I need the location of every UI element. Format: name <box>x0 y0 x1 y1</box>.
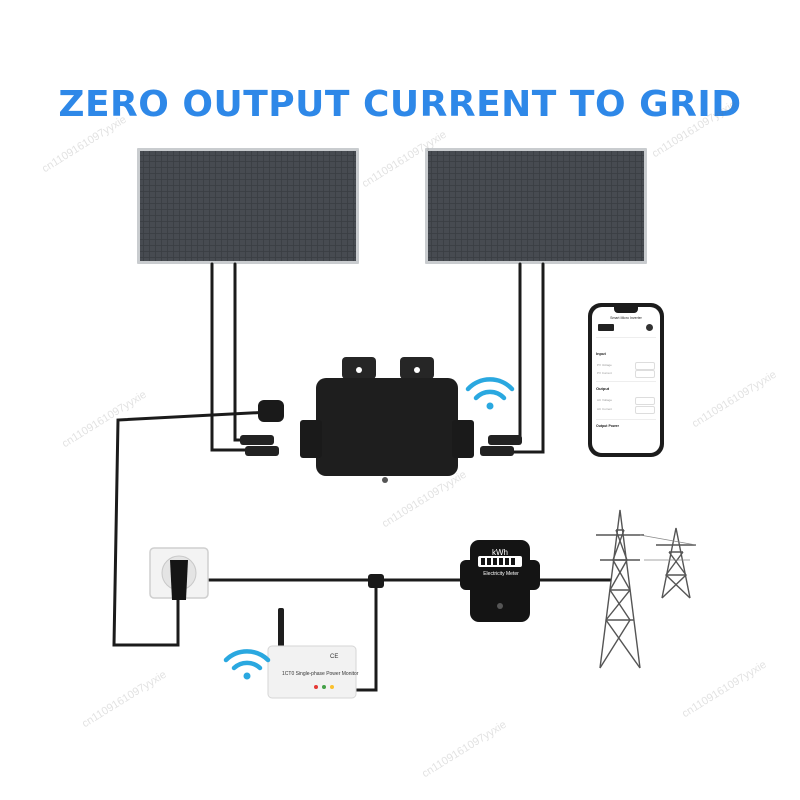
meter-label: Electricity Meter <box>483 571 519 577</box>
mc4-connectors <box>240 400 522 456</box>
app-output-power: Output Power <box>596 424 619 428</box>
ct-clamp <box>368 574 384 588</box>
wifi-icon <box>465 377 515 410</box>
meter-unit: kWh <box>492 548 508 557</box>
phone-screen: Smart Micro Inverter Input PV Voltage PV… <box>592 307 660 453</box>
page-title: ZERO OUTPUT CURRENT TO GRID <box>58 84 742 125</box>
wall-socket <box>149 547 209 600</box>
transmission-tower <box>596 509 697 669</box>
ac-cables <box>112 410 612 692</box>
micro-inverter <box>300 357 474 483</box>
app-pv-voltage: PV Voltage <box>597 363 612 367</box>
power-monitor-label: 1CT0 Single-phase Power Monitor <box>282 671 359 677</box>
electricity-meter <box>460 540 540 622</box>
solar-panel-right <box>425 148 647 264</box>
wifi-icon <box>223 649 271 680</box>
solar-panel-left <box>137 148 359 264</box>
app-pv-current: PV Current <box>597 371 612 375</box>
app-ac-current: AC Current <box>597 407 613 411</box>
app-ac-voltage: AC Voltage <box>597 398 613 402</box>
smartphone: Smart Micro Inverter Input PV Voltage PV… <box>588 303 664 457</box>
app-output-label: Output <box>596 386 610 391</box>
power-monitor <box>267 608 357 699</box>
app-header: Smart Micro Inverter <box>610 316 642 320</box>
ce-mark: CE <box>330 654 339 660</box>
app-input-label: Input <box>596 351 606 356</box>
